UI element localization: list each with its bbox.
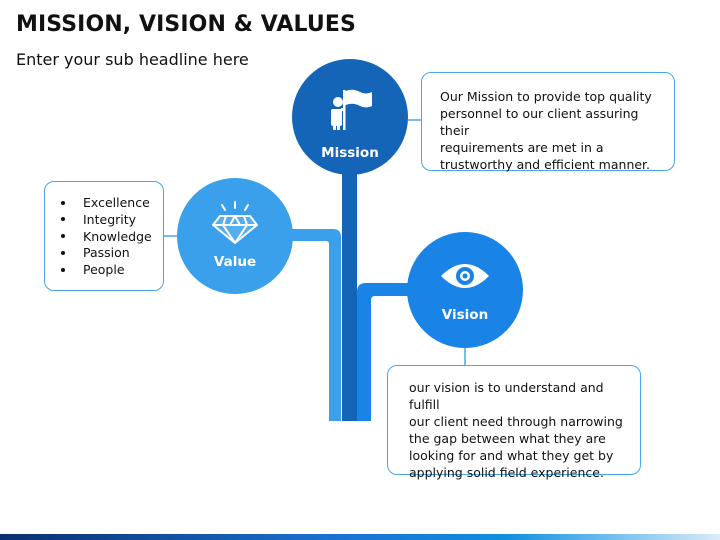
value-list-item: Passion — [57, 244, 157, 261]
value-list-item: People — [57, 261, 157, 278]
vision-label: Vision — [442, 307, 488, 323]
page-title: MISSION, VISION & VALUES — [16, 12, 356, 37]
vision-text-line: the gap between what they are — [409, 431, 606, 446]
vision-description-box: our vision is to understand and fulfill … — [387, 365, 641, 480]
vision-text-line: looking for and what they get by — [409, 448, 614, 463]
mission-node: Mission — [292, 59, 408, 175]
flag-person-icon — [331, 89, 372, 130]
vision-text-line: our client need through narrowing — [409, 414, 623, 429]
value-stem — [290, 229, 341, 421]
value-list-item: Integrity — [57, 211, 157, 228]
diamond-icon — [212, 201, 258, 244]
value-list: Excellence Integrity Knowledge Passion P… — [57, 194, 157, 278]
value-list-box: Excellence Integrity Knowledge Passion P… — [44, 181, 164, 291]
value-node: Value — [177, 178, 293, 294]
mission-label: Mission — [321, 145, 379, 161]
mission-description-box: Our Mission to provide top quality perso… — [421, 72, 675, 172]
vision-text-line: our vision is to understand and fulfill — [409, 380, 604, 412]
vision-node: Vision — [407, 232, 523, 348]
value-list-item: Excellence — [57, 194, 157, 211]
mission-text-line: trustworthy and efficient manner. — [440, 157, 651, 172]
value-label: Value — [214, 254, 256, 270]
mission-text-line: requirements are met in a — [440, 140, 604, 155]
value-list-item: Knowledge — [57, 228, 157, 245]
mission-stem — [342, 150, 357, 421]
page-subtitle: Enter your sub headline here — [16, 50, 249, 69]
eye-icon — [441, 264, 489, 288]
vision-text-line: applying solid field experience. — [409, 465, 604, 480]
footer-gradient-bar — [0, 534, 720, 540]
mission-text-line: Our Mission to provide top quality — [440, 89, 652, 104]
vision-stem — [357, 283, 420, 421]
mission-text-line: personnel to our client assuring their — [440, 106, 639, 138]
